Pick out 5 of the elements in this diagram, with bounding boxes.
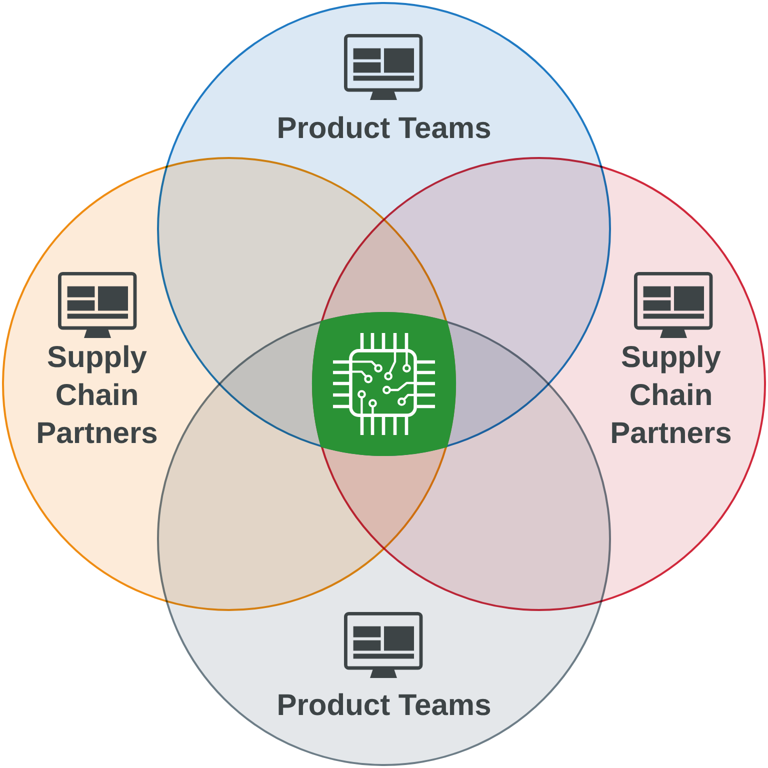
circle-label: Product Teams	[276, 111, 492, 147]
overlap-region	[312, 312, 456, 456]
circle-label: Supply Chain Partners	[35, 340, 159, 452]
circle-label: Supply Chain Partners	[609, 340, 733, 452]
circle-label: Product Teams	[276, 688, 492, 724]
